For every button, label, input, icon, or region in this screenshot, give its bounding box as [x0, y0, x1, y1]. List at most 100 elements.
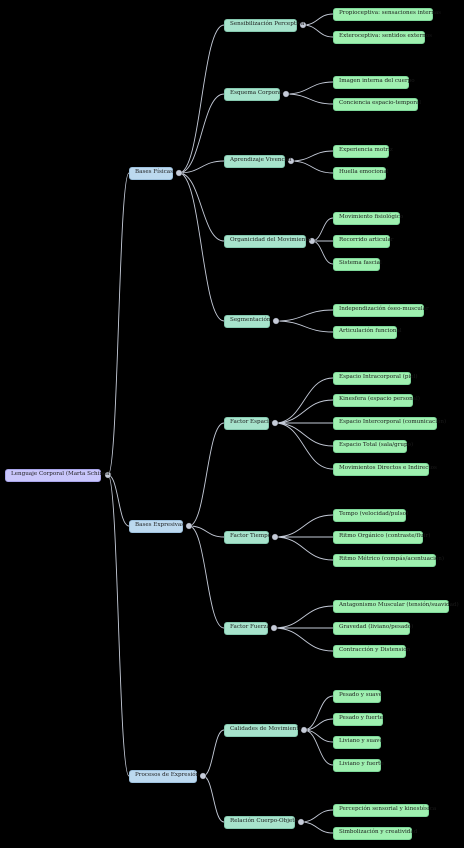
- connector-line: [178, 93, 225, 174]
- node-lenguaje-corporal-marta-schinca[interactable]: Lenguaje Corporal (Marta Schinca): [5, 468, 112, 482]
- collapse-toggle-dot[interactable]: [297, 818, 305, 826]
- node-espacio-intracorporal-piel[interactable]: Espacio Intracorporal (piel): [333, 371, 418, 385]
- node-procesos-de-expresion[interactable]: Procesos de Expresión: [129, 769, 199, 783]
- node-esquema-corporal[interactable]: Esquema Corporal: [224, 87, 283, 101]
- node-bases-expresivas[interactable]: Bases Expresivas: [129, 519, 184, 533]
- node-ritmo-metrico-compas-acentuacion[interactable]: Ritmo Métrico (compás/acentuación): [333, 553, 444, 567]
- connector-line: [300, 809, 334, 823]
- node-espacio-total-sala-grupo[interactable]: Espacio Total (sala/grupo): [333, 439, 413, 453]
- node-bases-fisicas[interactable]: Bases Físicas: [129, 166, 173, 180]
- node-independizacion-oseo-muscular[interactable]: Independización óseo-muscular: [333, 303, 429, 317]
- node-espacio-intercorporal-comunicacion[interactable]: Espacio Intercorporal (comunicación): [333, 416, 446, 430]
- node-label: Liviano y suave: [339, 738, 383, 745]
- node-label: Espacio Intracorporal (piel): [339, 374, 418, 381]
- node-label: Propioceptiva: sensaciones internas: [339, 10, 442, 17]
- node-label: Independización óseo-muscular: [339, 306, 429, 313]
- connector-line: [274, 422, 334, 470]
- node-conciencia-espacio-temporal[interactable]: Conciencia espacio-temporal: [333, 97, 422, 111]
- collapse-toggle-dot[interactable]: [287, 157, 295, 165]
- node-label: Liviano y fuerte: [339, 761, 384, 768]
- node-propioceptiva-sensaciones-internas[interactable]: Propioceptiva: sensaciones internas: [333, 7, 441, 21]
- connector-line: [178, 172, 225, 242]
- node-exteroceptiva-sentidos-externos[interactable]: Exteroceptiva: sentidos externos: [333, 30, 432, 44]
- connector-line: [202, 775, 225, 823]
- node-label: Factor Espacio: [230, 419, 273, 426]
- node-factor-fuerza[interactable]: Factor Fuerza: [224, 621, 270, 635]
- collapse-toggle-dot[interactable]: [300, 726, 308, 734]
- connector-line: [300, 821, 334, 834]
- node-simbolizacion-y-creatividad[interactable]: Simbolización y creatividad: [333, 826, 417, 840]
- node-label: Huella emocional: [339, 169, 389, 176]
- node-label: Sensibilización Perceptiva: [230, 21, 305, 28]
- connector-line: [178, 160, 225, 174]
- node-organicidad-del-movimiento[interactable]: Organicidad del Movimiento: [224, 234, 311, 248]
- node-label: Espacio Intercorporal (comunicación): [339, 419, 447, 426]
- node-liviano-y-fuerte[interactable]: Liviano y fuerte: [333, 758, 384, 772]
- connector-line: [188, 422, 225, 527]
- connector-line: [178, 172, 225, 322]
- node-percepcion-sensorial-y-kinestesica[interactable]: Percepción sensorial y kinestésica: [333, 803, 436, 817]
- node-gravedad-liviano-pesado[interactable]: Gravedad (liviano/pesado): [333, 621, 414, 635]
- node-label: Percepción sensorial y kinestésica: [339, 806, 437, 813]
- node-label: Esquema Corporal: [230, 90, 283, 97]
- connector-line: [202, 729, 225, 777]
- collapse-toggle-dot[interactable]: [272, 317, 280, 325]
- node-factor-tiempo[interactable]: Factor Tiempo: [224, 530, 271, 544]
- node-liviano-y-suave[interactable]: Liviano y suave: [333, 735, 383, 749]
- node-relacion-cuerpo-objeto[interactable]: Relación Cuerpo-Objeto: [224, 815, 298, 829]
- node-huella-emocional[interactable]: Huella emocional: [333, 166, 389, 180]
- collapse-toggle-dot[interactable]: [104, 471, 112, 479]
- connector-line: [275, 309, 334, 322]
- node-contraccion-y-distension[interactable]: Contracción y Distensión: [333, 644, 410, 658]
- collapse-toggle-dot[interactable]: [199, 772, 207, 780]
- connector-line: [107, 172, 130, 476]
- connector-line: [178, 24, 225, 174]
- node-sistema-fascial[interactable]: Sistema fascial: [333, 257, 382, 271]
- node-segmentacion[interactable]: Segmentación: [224, 314, 270, 328]
- node-label: Antagonismo Muscular (tensión/suavidad): [339, 602, 459, 609]
- node-movimientos-directos-e-indirectos[interactable]: Movimientos Directos e Indirectos: [333, 462, 437, 476]
- connector-line: [285, 93, 334, 105]
- connector-line: [290, 150, 334, 162]
- collapse-toggle-dot[interactable]: [271, 419, 279, 427]
- connector-line: [274, 399, 334, 424]
- node-label: Conciencia espacio-temporal: [339, 100, 422, 107]
- node-recorrido-articular[interactable]: Recorrido articular: [333, 234, 393, 248]
- collapse-toggle-dot[interactable]: [175, 169, 183, 177]
- node-articulacion-funcional[interactable]: Articulación funcional: [333, 325, 402, 339]
- node-imagen-interna-del-cuerpo[interactable]: Imagen interna del cuerpo: [333, 75, 415, 89]
- node-label: Imagen interna del cuerpo: [339, 78, 415, 85]
- node-factor-espacio[interactable]: Factor Espacio: [224, 416, 273, 430]
- connector-line: [273, 605, 334, 629]
- node-label: Ritmo Métrico (compás/acentuación): [339, 556, 445, 563]
- node-pesado-y-fuerte[interactable]: Pesado y fuerte: [333, 712, 383, 726]
- node-label: Gravedad (liviano/pesado): [339, 624, 414, 631]
- node-aprendizaje-vivencial[interactable]: Aprendizaje Vivencial: [224, 154, 292, 168]
- node-calidades-de-movimiento[interactable]: Calidades de Movimiento: [224, 723, 302, 737]
- node-label: Sistema fascial: [339, 260, 382, 267]
- connector-line: [311, 217, 334, 242]
- node-label: Ritmo Orgánico (contraste/fluir): [339, 533, 431, 540]
- collapse-toggle-dot[interactable]: [299, 21, 307, 29]
- collapse-toggle-dot[interactable]: [271, 533, 279, 541]
- node-tempo-velocidad-pulso[interactable]: Tempo (velocidad/pulso): [333, 508, 408, 522]
- node-ritmo-organico-contraste-fluir[interactable]: Ritmo Orgánico (contraste/fluir): [333, 530, 430, 544]
- collapse-toggle-dot[interactable]: [185, 522, 193, 530]
- node-kinesfera-espacio-personal[interactable]: Kinesfera (espacio personal): [333, 393, 420, 407]
- node-label: Organicidad del Movimiento: [230, 237, 311, 244]
- connector-line: [107, 474, 130, 777]
- collapse-toggle-dot[interactable]: [270, 624, 278, 632]
- node-sensibilizacion-perceptiva[interactable]: Sensibilización Perceptiva: [224, 18, 304, 32]
- node-movimiento-fisiologico[interactable]: Movimiento fisiológico: [333, 211, 403, 225]
- collapse-toggle-dot[interactable]: [282, 90, 290, 98]
- node-experiencia-motriz[interactable]: Experiencia motriz: [333, 144, 393, 158]
- collapse-toggle-dot[interactable]: [308, 237, 316, 245]
- connector-line: [285, 81, 334, 95]
- node-label: Pesado y suave: [339, 692, 382, 699]
- connector-line: [274, 536, 334, 561]
- node-pesado-y-suave[interactable]: Pesado y suave: [333, 689, 382, 703]
- node-antagonismo-muscular-tension-suavidad[interactable]: Antagonismo Muscular (tensión/suavidad): [333, 599, 459, 613]
- connector-line: [107, 474, 130, 527]
